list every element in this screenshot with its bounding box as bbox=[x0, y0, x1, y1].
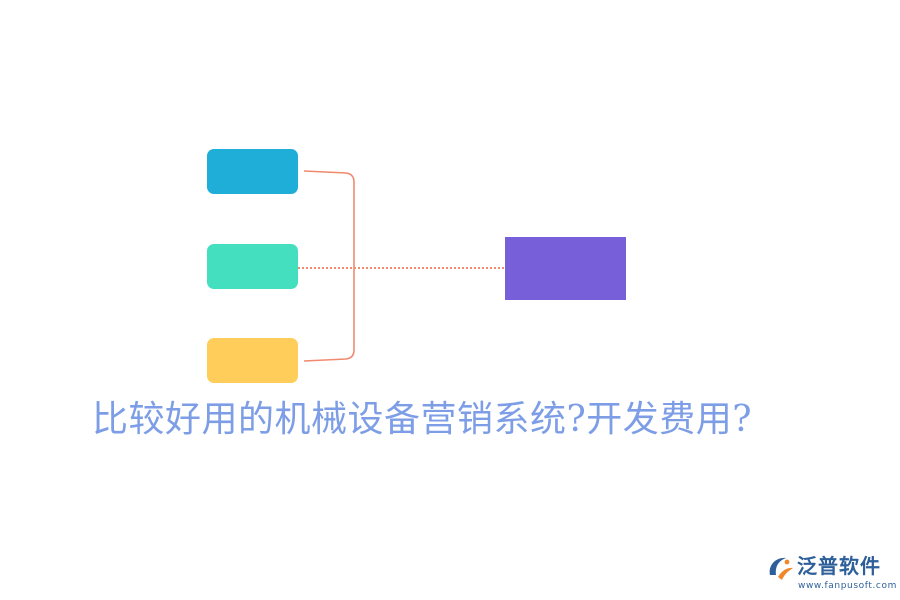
node-yellow-box bbox=[207, 338, 298, 383]
node-blue-box bbox=[207, 149, 298, 194]
bracket-connector bbox=[303, 170, 355, 362]
diagram-caption: 比较好用的机械设备营销系统?开发费用? bbox=[92, 399, 753, 440]
logo-swirl-icon bbox=[769, 557, 793, 580]
logo-domain-text: www.fanpusoft.com bbox=[798, 581, 897, 591]
brand-logo[interactable]: 泛普软件 www.fanpusoft.com bbox=[766, 551, 896, 595]
logo-brand-name: 泛普软件 bbox=[797, 554, 881, 578]
node-teal-box bbox=[207, 244, 298, 289]
node-purple-box bbox=[505, 237, 626, 300]
